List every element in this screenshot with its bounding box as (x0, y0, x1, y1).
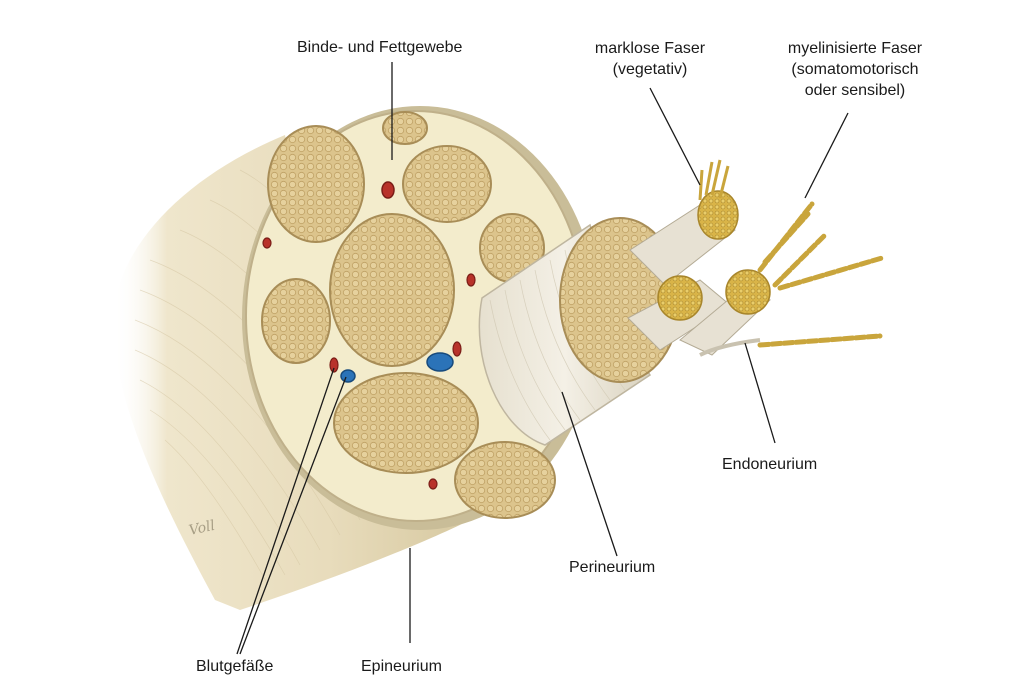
label-perineurium: Perineurium (569, 559, 656, 576)
fascicle (261, 278, 331, 364)
leader-perineurium (561, 391, 618, 557)
artist-signature: Voll (188, 518, 217, 539)
artery (452, 341, 462, 357)
label-marklose-faser-line1: marklose Faser (594, 40, 706, 57)
fascicle (329, 213, 455, 367)
artery (262, 237, 272, 249)
fascicle (382, 111, 428, 145)
label-myelinisierte-faser: myelinisierte Faser (somatomotorisch ode… (770, 38, 940, 101)
label-binde-fettgewebe: Binde- und Fettgewebe (297, 39, 463, 56)
artery (381, 181, 395, 199)
blood-vessels (262, 181, 476, 490)
label-endoneurium: Endoneurium (722, 456, 818, 473)
fascicle (333, 372, 479, 474)
nerve-fibers (627, 159, 885, 357)
artery (329, 357, 339, 373)
fascicle (267, 125, 365, 243)
label-marklose-faser-line2: (vegetativ) (612, 61, 688, 78)
leader-myelinisierte (804, 112, 849, 199)
leader-blut-1 (236, 367, 335, 655)
label-myelinisierte-line3: oder sensibel) (804, 82, 906, 99)
fascicle (454, 441, 556, 519)
label-myelinisierte-line1: myelinisierte Faser (787, 40, 923, 57)
vein (426, 352, 454, 372)
artery (466, 273, 476, 287)
label-myelinisierte-line2: (somatomotorisch (791, 61, 919, 78)
artery (428, 478, 438, 490)
leader-endoneurium (744, 342, 776, 444)
label-blutgefaesse: Blutgefäße (196, 658, 274, 675)
leader-lines (236, 62, 849, 655)
fascicle (402, 145, 492, 223)
leader-marklose (649, 87, 701, 186)
leader-blut-2 (239, 376, 347, 655)
vein (340, 369, 356, 383)
label-epineurium: Epineurium (361, 658, 442, 675)
fascicles (261, 111, 556, 519)
label-marklose-faser: marklose Faser (vegetativ) (575, 38, 725, 80)
